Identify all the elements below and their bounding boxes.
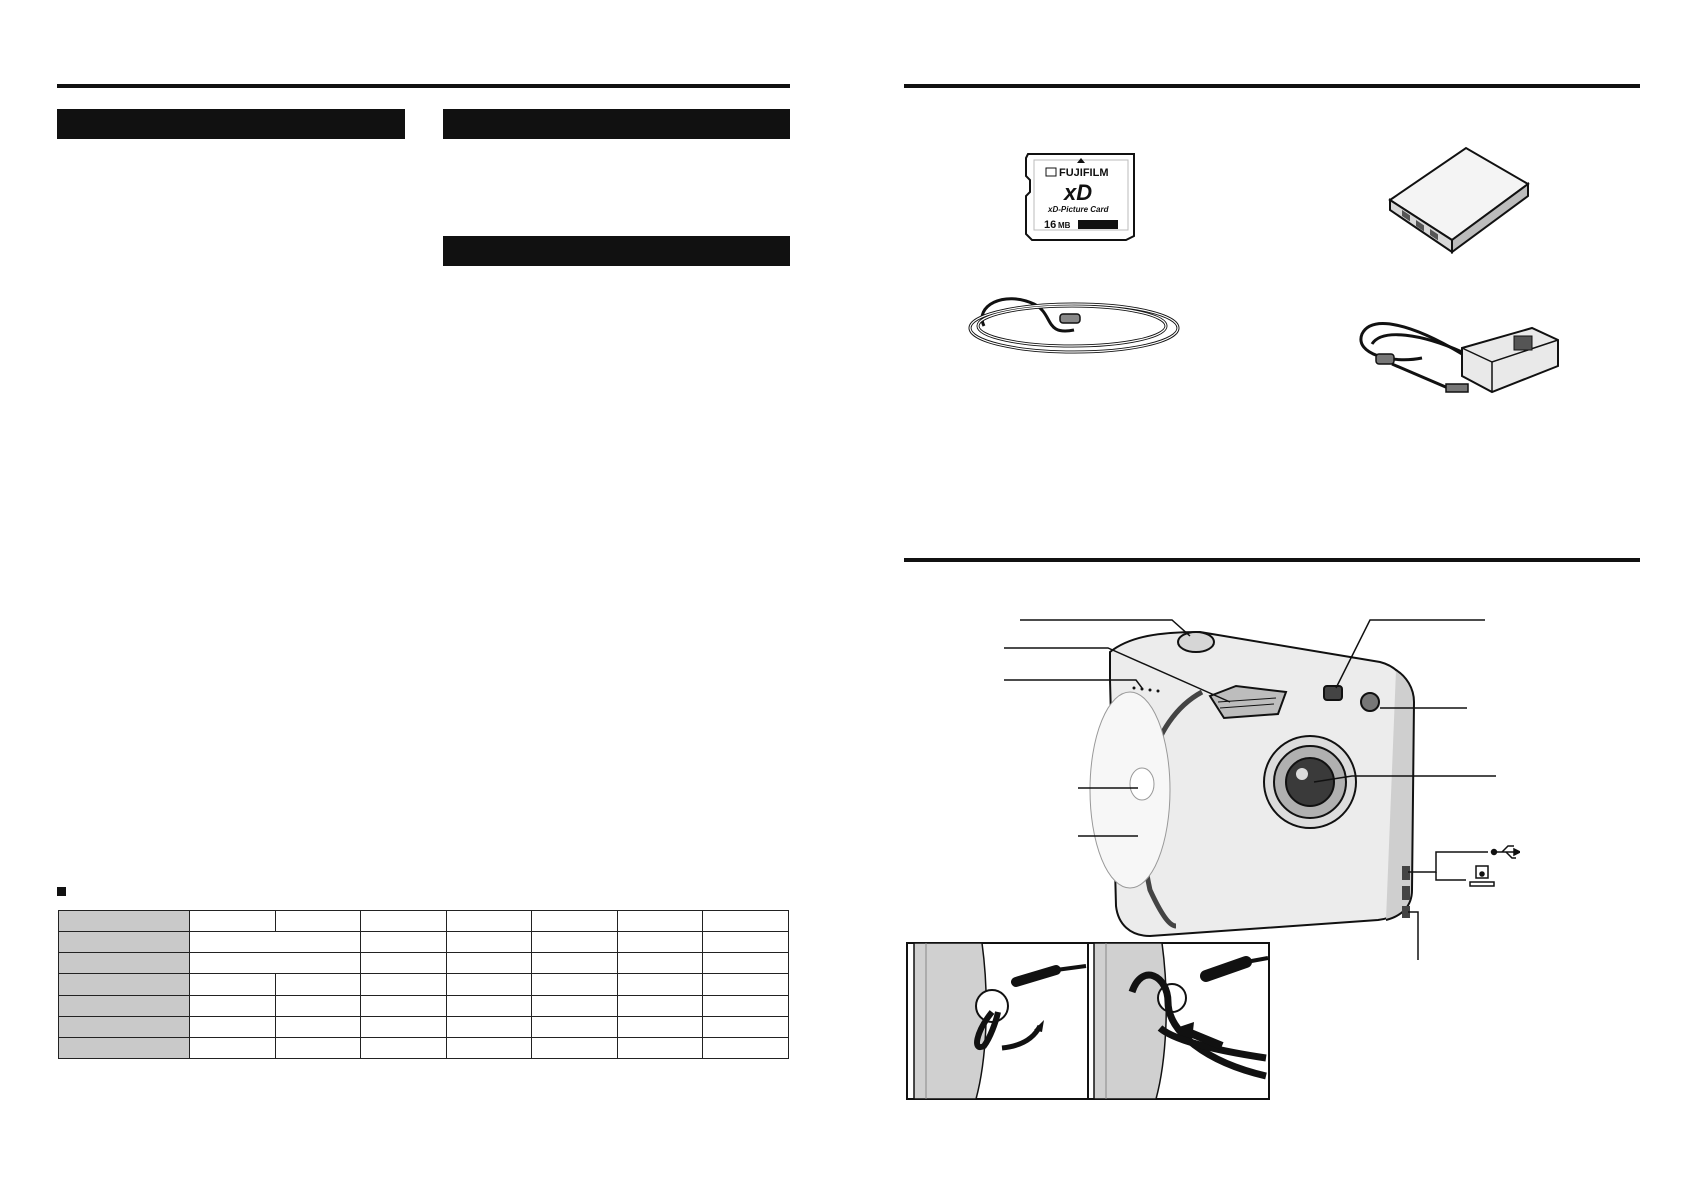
table-row bbox=[58, 1036, 789, 1060]
card-brand-text: FUJIFILM bbox=[1059, 167, 1109, 179]
right-page-middle-rule bbox=[904, 558, 1640, 562]
card-logo-text: xD bbox=[1063, 180, 1092, 205]
ac-power-adapter-illustration bbox=[1359, 322, 1559, 394]
table-row bbox=[58, 952, 789, 975]
table-row bbox=[58, 994, 789, 1017]
table-row bbox=[58, 931, 789, 954]
right-page-top-rule bbox=[904, 84, 1640, 88]
card-type-text: xD-Picture Card bbox=[1047, 205, 1110, 214]
card-capacity-unit: MB bbox=[1058, 221, 1071, 230]
strap-illustration bbox=[968, 297, 1180, 354]
right-column-heading-bar-2 bbox=[443, 236, 790, 266]
spec-table bbox=[58, 909, 789, 1060]
table-section-bullet bbox=[57, 887, 66, 896]
camera-front-view-illustration bbox=[1004, 619, 1520, 960]
av-out-icon bbox=[1469, 865, 1495, 887]
battery-illustration bbox=[1388, 146, 1530, 254]
xd-picture-card-illustration: FUJIFILM xD xD-Picture Card 16 MB bbox=[1025, 153, 1135, 241]
left-page-top-rule bbox=[57, 84, 790, 88]
table-row bbox=[58, 909, 789, 933]
table-row bbox=[58, 973, 789, 996]
card-capacity-text: 16 bbox=[1044, 219, 1056, 231]
right-column-heading-bar-1 bbox=[443, 109, 790, 139]
strap-attachment-inset bbox=[906, 942, 1270, 1100]
usb-icon bbox=[1490, 845, 1520, 859]
table-row bbox=[58, 1015, 789, 1038]
left-section-heading-bar bbox=[57, 109, 405, 139]
